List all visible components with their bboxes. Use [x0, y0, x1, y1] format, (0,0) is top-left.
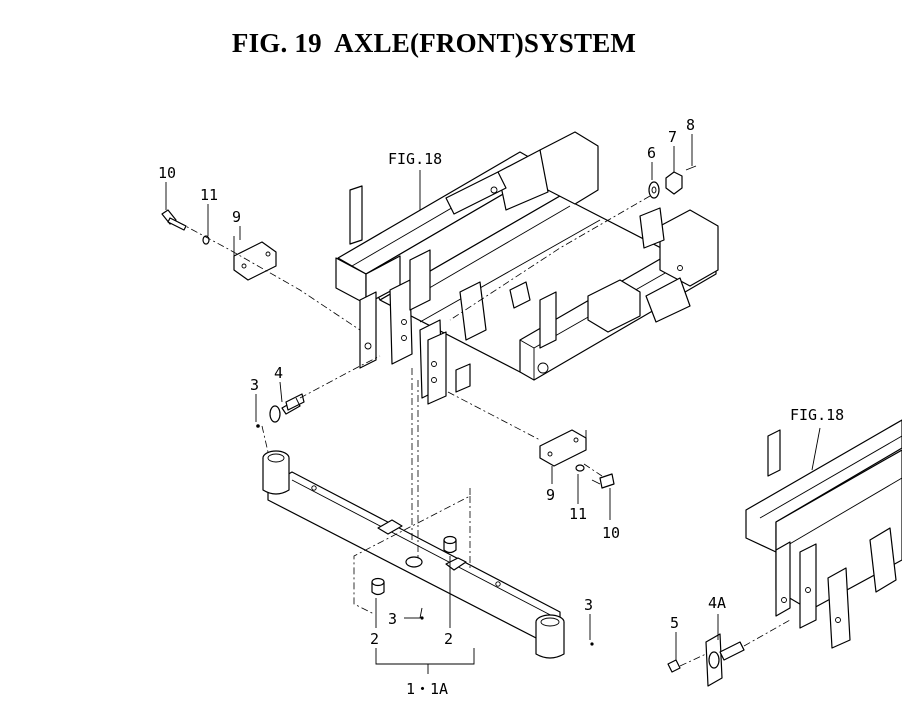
support-bracket-right — [539, 429, 587, 467]
label-part-4: 4 — [274, 364, 283, 382]
label-part-6: 6 — [647, 144, 656, 162]
label-part-3-top: 3 — [250, 376, 259, 394]
label-part-4a: 4A — [708, 594, 726, 612]
label-part-3-right: 3 — [584, 596, 593, 614]
label-fig18-main: FIG.18 — [388, 150, 442, 168]
figure-title: FIG. 19 AXLE(FRONT)SYSTEM — [231, 28, 637, 58]
bolt-right — [591, 473, 615, 489]
bolt-left — [161, 209, 187, 231]
front-axle-beam — [262, 450, 565, 659]
label-part-8: 8 — [686, 116, 695, 134]
pivot-pin-with-plate — [705, 633, 745, 687]
flat-washer — [648, 181, 660, 199]
label-fig18-inset: FIG.18 — [790, 406, 844, 424]
label-part-2-left: 2 — [370, 630, 379, 648]
label-part-2-right: 2 — [444, 630, 453, 648]
inset-frame-assembly — [745, 419, 902, 649]
lock-washer-right — [575, 464, 585, 472]
label-part-9-right: 9 — [546, 486, 555, 504]
bushing-left — [371, 577, 385, 596]
label-part-3-mid: 3 — [388, 610, 397, 628]
label-part-11-left: 11 — [200, 186, 218, 204]
label-part-7: 7 — [668, 128, 677, 146]
bushing-right — [443, 535, 457, 554]
label-part-9-left: 9 — [232, 208, 241, 226]
label-part-5: 5 — [670, 614, 679, 632]
label-part-10-left: 10 — [158, 164, 176, 182]
castle-nut — [665, 171, 683, 195]
label-part-11-right: 11 — [569, 505, 587, 523]
front-frame-assembly — [335, 131, 719, 405]
pivot-pin — [269, 393, 305, 423]
cotter-pin — [685, 165, 697, 171]
support-bracket-left — [233, 236, 277, 281]
bolt-inset — [667, 659, 681, 673]
label-part-1-1a: 1・1A — [406, 680, 448, 698]
label-part-10-right: 10 — [602, 524, 620, 542]
